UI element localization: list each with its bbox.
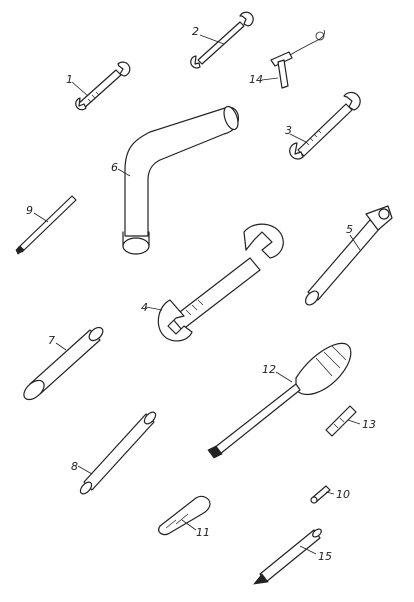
tool-10-small-key <box>310 485 331 504</box>
label-10: 10 <box>336 488 350 501</box>
label-4: 4 <box>141 301 148 314</box>
label-5: 5 <box>346 223 353 236</box>
tool-5-socket-bar <box>304 205 393 306</box>
label-2: 2 <box>192 25 199 38</box>
label-12: 12 <box>262 363 276 376</box>
label-14: 14 <box>249 73 263 86</box>
tool-3-medium-wrench <box>289 91 361 160</box>
label-3: 3 <box>285 124 292 137</box>
label-8: 8 <box>71 460 78 473</box>
label-7: 7 <box>48 334 55 347</box>
tool-2-thin-wrench <box>190 11 254 69</box>
tool-14-t-handle <box>270 29 325 89</box>
tool-1-small-wrench <box>75 61 131 111</box>
label-6: 6 <box>111 161 118 174</box>
tool-11-flat-plate <box>158 495 211 536</box>
tool-8-extension-bar <box>79 411 157 495</box>
tool-12-screwdriver <box>207 342 352 459</box>
tool-4-large-wrench <box>157 223 284 342</box>
tool-13-small-bit <box>325 405 357 437</box>
tool-7-box-spanner <box>23 326 104 401</box>
tool-9-thin-rod <box>15 195 77 255</box>
label-13: 13 <box>362 418 376 431</box>
tool-15-tapered-rod <box>253 528 322 585</box>
label-11: 11 <box>196 526 210 539</box>
tool-6-bent-socket-wrench <box>122 105 239 255</box>
label-1: 1 <box>66 73 73 86</box>
label-9: 9 <box>26 204 33 217</box>
label-15: 15 <box>318 550 332 563</box>
